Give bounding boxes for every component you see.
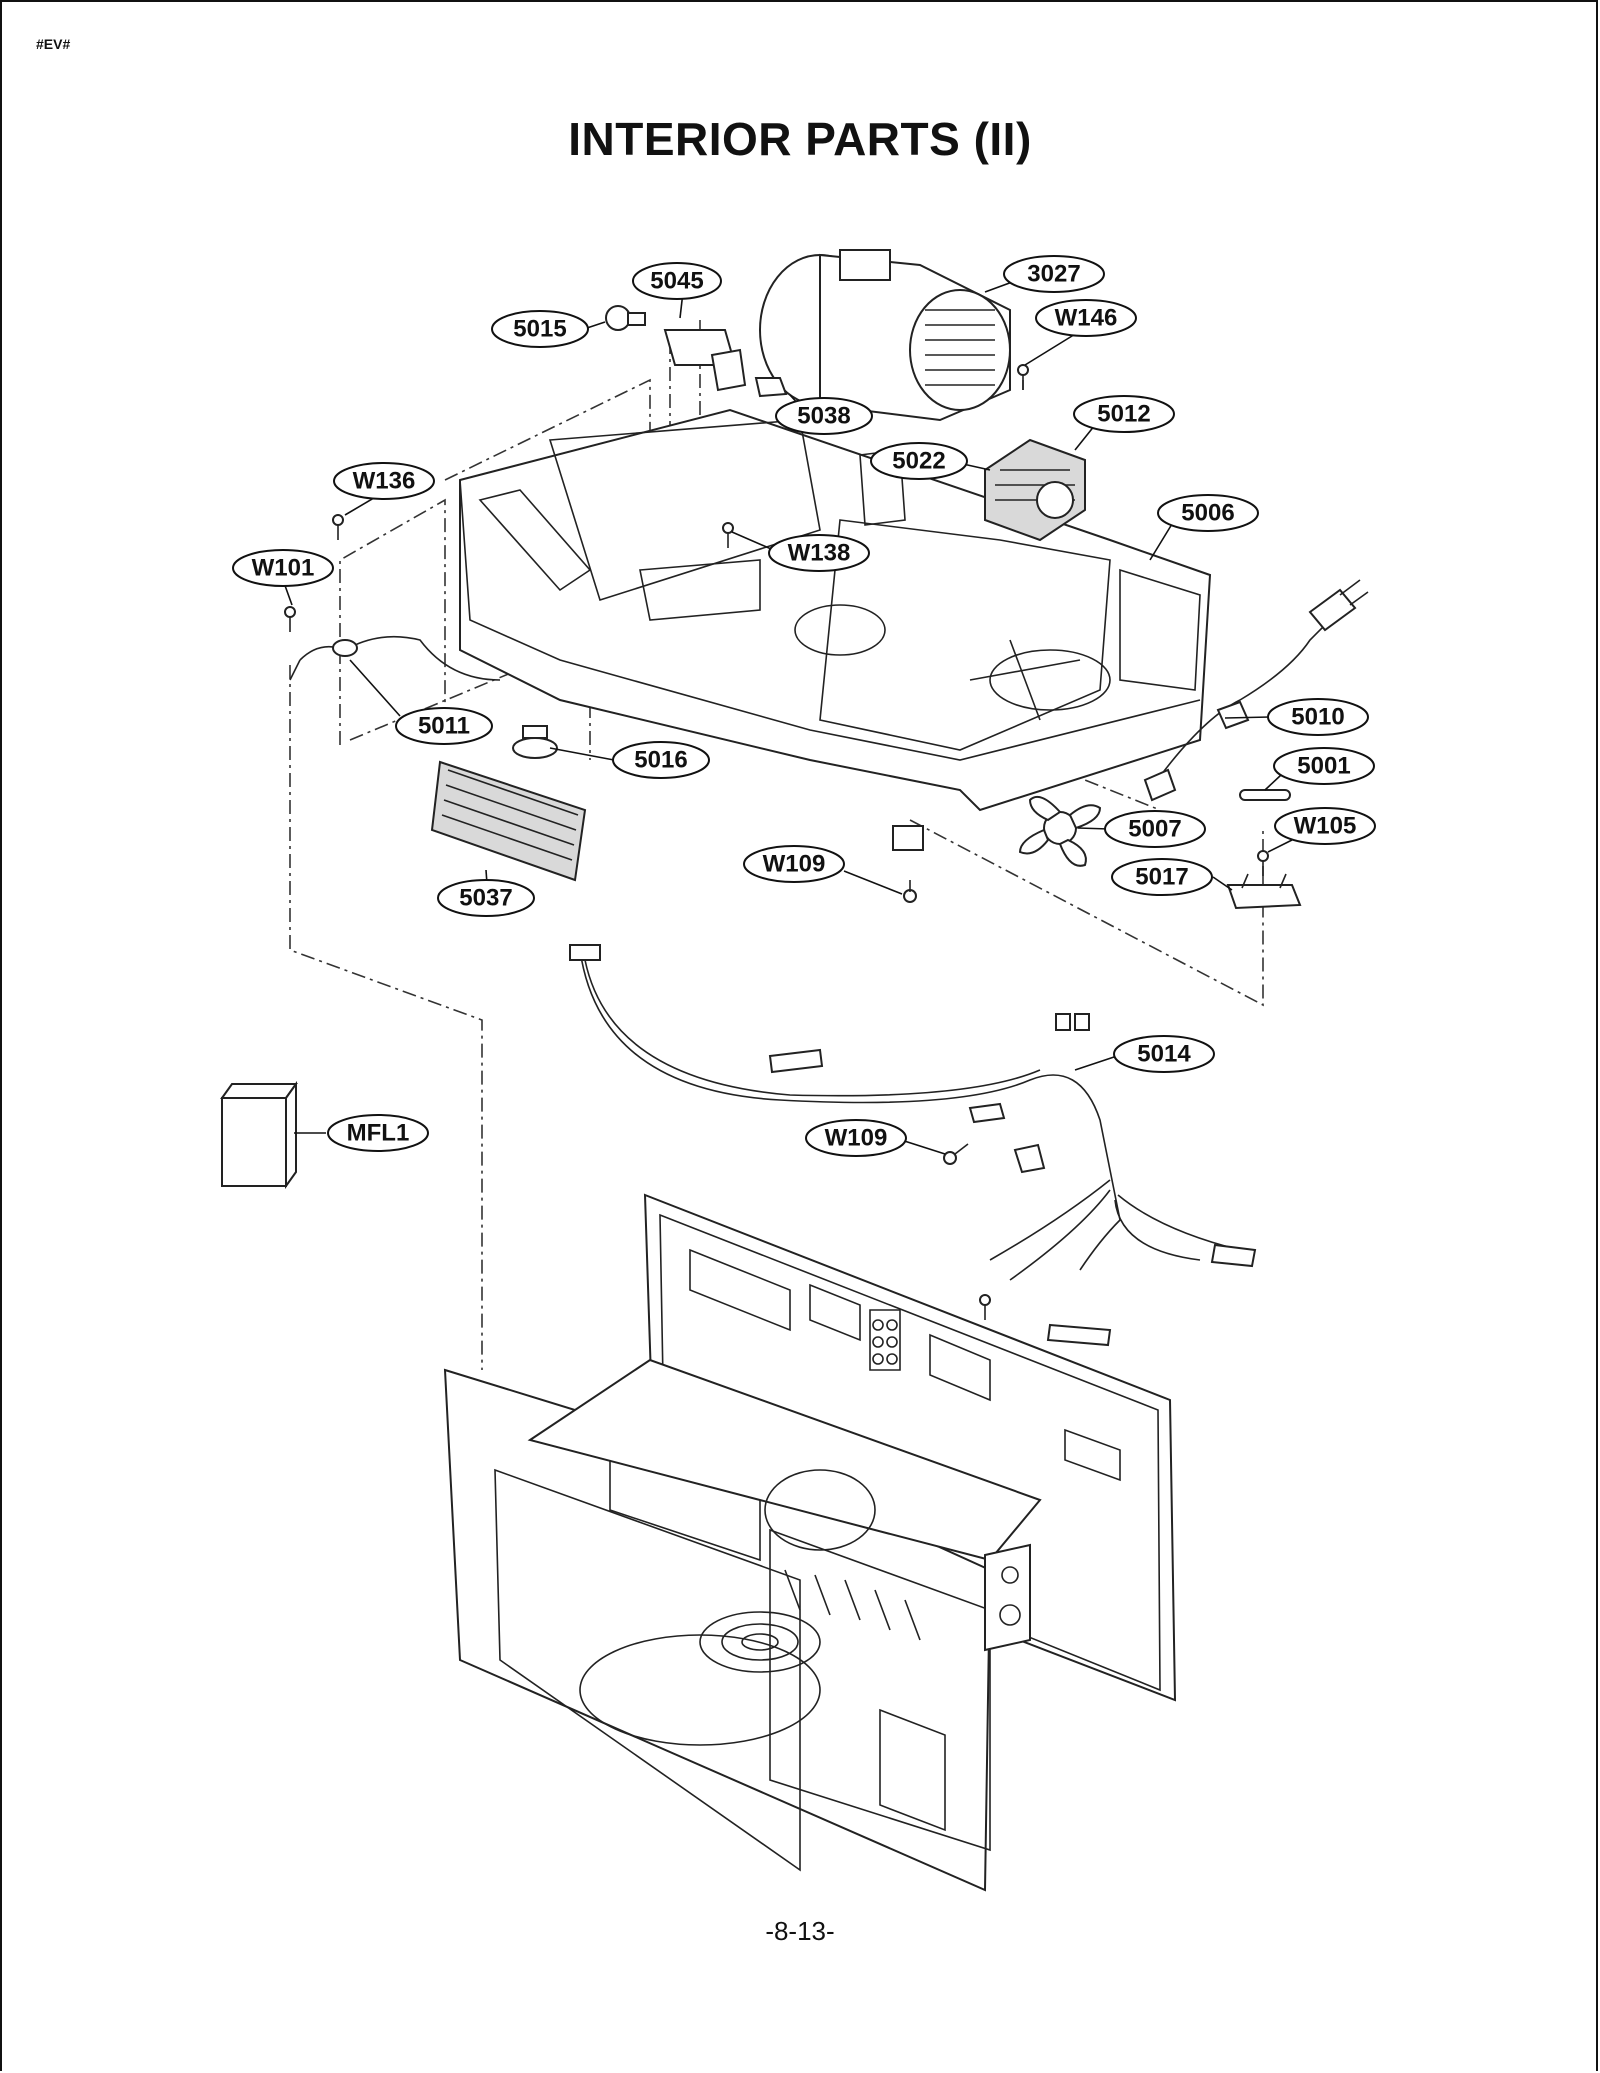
callout-5001: 5001: [1273, 747, 1375, 785]
document-code: #EV#: [36, 36, 71, 52]
callout-5011: 5011: [395, 707, 493, 745]
screw-w146: [1017, 364, 1029, 390]
thermostat-5016: [512, 725, 558, 759]
callout-w146: W146: [1035, 299, 1137, 337]
callout-w138: W138: [768, 534, 870, 572]
lamp-socket-5038: [754, 377, 788, 398]
callout-5037: 5037: [437, 879, 535, 917]
screw-w109a: [903, 880, 917, 903]
relay-component: [892, 825, 924, 851]
motor-5012: [984, 380, 1086, 542]
svg-text:5014: 5014: [1137, 1041, 1191, 1068]
thermal-harness-5011: [289, 635, 501, 681]
callout-5045: 5045: [632, 262, 722, 300]
screw-w109b: [943, 1143, 969, 1165]
screw-w105: [1257, 850, 1269, 876]
svg-text:W109: W109: [763, 851, 826, 878]
power-cord-5010: [1143, 579, 1369, 802]
svg-text:5022: 5022: [892, 448, 945, 475]
lamp-bulb-5015: [605, 305, 631, 331]
callout-w109-top: W109: [743, 845, 845, 883]
svg-text:W109: W109: [825, 1125, 888, 1152]
callout-5038: 5038: [775, 397, 873, 435]
callout-3027: 3027: [1003, 255, 1105, 293]
page-title: INTERIOR PARTS (II): [568, 113, 1032, 165]
callout-5006: 5006: [1157, 494, 1259, 532]
svg-text:W146: W146: [1055, 305, 1118, 332]
fan-blade-5007: [1018, 796, 1102, 867]
svg-text:5010: 5010: [1291, 704, 1344, 731]
screw-w136: [332, 514, 344, 540]
page-number: -8-13-: [765, 1916, 835, 1946]
svg-text:W136: W136: [353, 468, 416, 495]
svg-text:5037: 5037: [459, 885, 512, 912]
switch-5017: [1226, 873, 1302, 910]
callout-5022: 5022: [870, 442, 968, 480]
screws: [284, 364, 1269, 1320]
svg-text:5006: 5006: [1181, 500, 1234, 527]
wire-harness-5014: [569, 944, 1257, 1347]
callout-w109-bottom: W109: [805, 1119, 907, 1157]
base-plate-5006: [459, 408, 1212, 812]
svg-text:W138: W138: [788, 540, 851, 567]
manual-mfl1: [220, 1080, 298, 1190]
fuse-5001: [1239, 789, 1291, 801]
blower-fan-3027: [759, 249, 1011, 422]
svg-text:5012: 5012: [1097, 401, 1150, 428]
callout-w105: W105: [1274, 807, 1376, 845]
svg-text:W105: W105: [1294, 813, 1357, 840]
svg-text:5045: 5045: [650, 268, 703, 295]
filter-5037: [430, 760, 587, 882]
svg-text:5011: 5011: [418, 713, 470, 740]
svg-text:5007: 5007: [1128, 816, 1181, 843]
callout-5007: 5007: [1104, 810, 1206, 848]
svg-text:5001: 5001: [1297, 753, 1350, 780]
svg-text:MFL1: MFL1: [347, 1120, 410, 1147]
callout-5015: 5015: [491, 310, 589, 348]
svg-text:5015: 5015: [513, 316, 566, 343]
svg-text:3027: 3027: [1027, 261, 1080, 288]
callout-5017: 5017: [1111, 858, 1213, 896]
svg-text:5016: 5016: [634, 747, 687, 774]
svg-text:5038: 5038: [797, 403, 850, 430]
callout-w101: W101: [232, 549, 334, 587]
screw-chassis: [979, 1294, 991, 1320]
callout-mfl1: MFL1: [327, 1114, 429, 1152]
callout-5012: 5012: [1073, 395, 1175, 433]
callout-5010: 5010: [1267, 698, 1369, 736]
callout-5016: 5016: [612, 741, 710, 779]
svg-text:5017: 5017: [1135, 864, 1188, 891]
screw-w138: [722, 522, 734, 548]
lamp-assembly: [605, 305, 788, 398]
screw-w101: [284, 606, 296, 632]
callout-5014: 5014: [1113, 1035, 1215, 1073]
oven-cavity-chassis: [443, 1193, 1177, 1892]
svg-text:W101: W101: [252, 555, 315, 582]
callout-w136: W136: [333, 462, 435, 500]
